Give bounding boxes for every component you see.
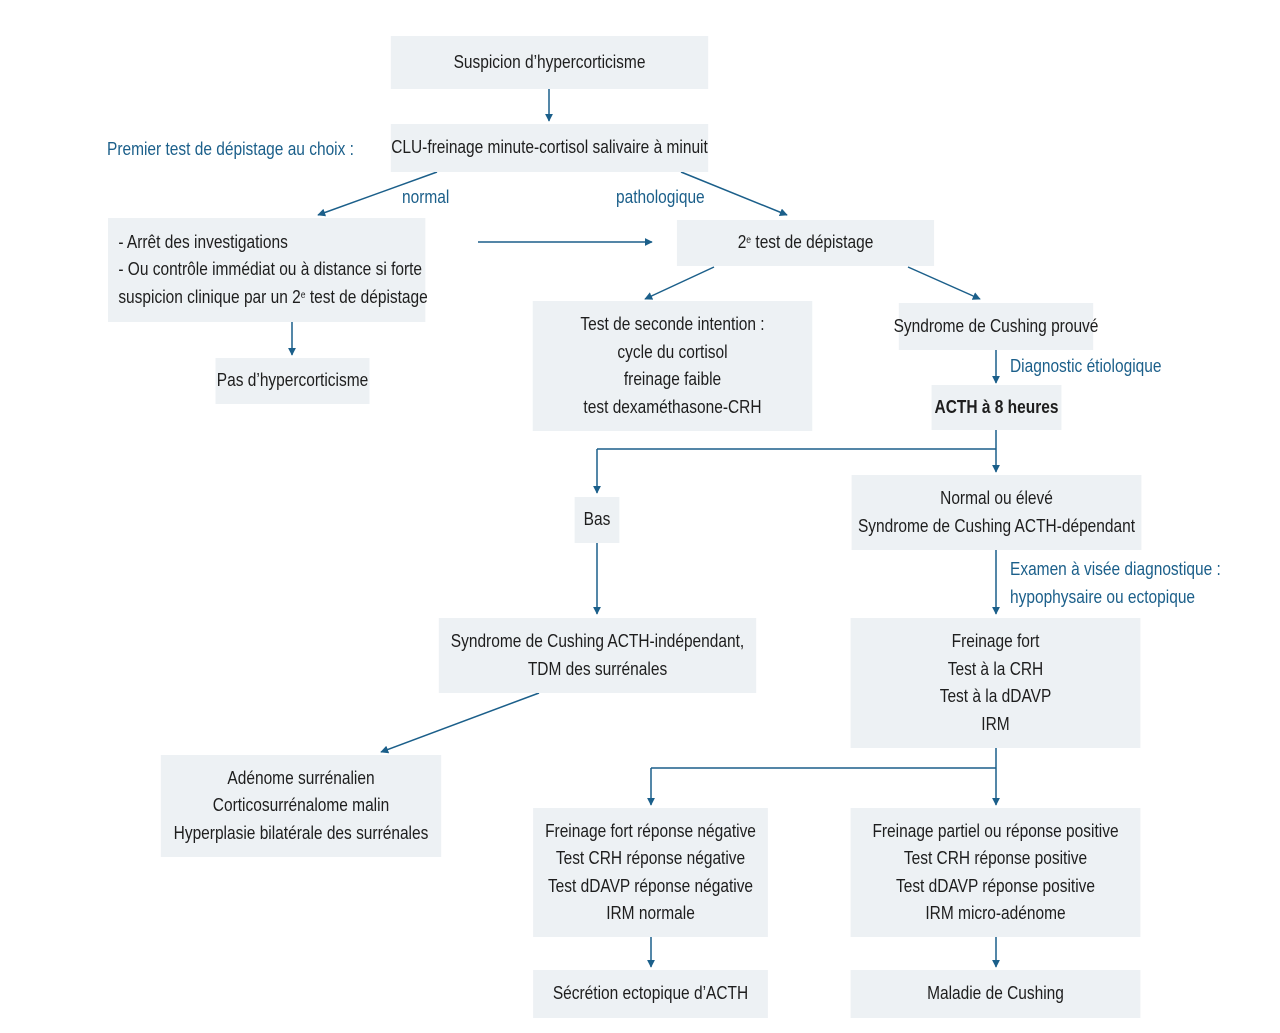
label-examen-visee: Examen à visée diagnostique : (1010, 559, 1221, 579)
node-acth-8h: ACTH à 8 heures (931, 385, 1062, 430)
node-positif-line1: Freinage partiel ou réponse positive (872, 820, 1119, 841)
node-seconde-intention-line4: test dexaméthasone-CRH (583, 396, 762, 417)
node-cushing-prouve: Syndrome de Cushing prouvé (894, 303, 1098, 350)
node-second-test: 2e test de dépistage (676, 220, 935, 266)
arrow-second-test-to-seconde-intention (644, 266, 715, 300)
node-suspicion: Suspicion d’hypercorticisme (390, 36, 709, 89)
node-arret-line2: - Ou contrôle immédiat ou à distance si … (118, 259, 423, 280)
node-pas-hyper-text: Pas d’hypercorticisme (216, 370, 369, 391)
node-second-test-num: 2 (737, 232, 747, 253)
arrow-independant-to-adenome (380, 692, 540, 754)
arrow-clu-to-arret (317, 171, 438, 217)
node-clu-text: CLU-freinage minute-cortisol salivaire à… (391, 137, 708, 158)
node-suspicion-text: Suspicion d’hypercorticisme (453, 51, 646, 72)
arrow-second-test-to-cushing-prouve (907, 266, 981, 300)
node-cushing-prouve-text: Syndrome de Cushing prouvé (893, 315, 1099, 336)
label-normal: normal (402, 187, 450, 207)
node-adenome: Adénome surrénalien Corticosurrénalome m… (160, 755, 442, 857)
node-reponse-negative: Freinage fort réponse négative Test CRH … (533, 808, 768, 937)
node-tests-line1: Freinage fort (951, 631, 1040, 651)
node-bas-text: Bas (583, 509, 611, 530)
node-arret-line1: - Arrêt des investigations (118, 231, 288, 252)
node-positif-line4: IRM micro-adénome (925, 903, 1066, 923)
label-premier-test: Premier test de dépistage au choix : (107, 139, 354, 159)
node-arret-line3-post: test de dépistage (305, 286, 428, 307)
label-hypophysaire-ectopique: hypophysaire ou ectopique (1010, 587, 1196, 607)
node-maladie-cushing: Maladie de Cushing (850, 970, 1141, 1018)
node-arret-line3-sup: e (300, 289, 306, 301)
node-negatif-line3: Test dDAVP réponse négative (547, 875, 754, 896)
node-clu: CLU-freinage minute-cortisol salivaire à… (390, 124, 709, 172)
node-tests-line2: Test à la CRH (947, 658, 1044, 679)
node-acth-independant: Syndrome de Cushing ACTH-indépendant, TD… (438, 618, 757, 693)
label-diagnostic-etiologique: Diagnostic étiologique (1010, 356, 1162, 376)
node-seconde-intention-line1: Test de seconde intention : (580, 314, 765, 334)
node-arret-line3: suspicion clinique par un 2e test de dép… (118, 284, 427, 312)
node-negatif-line4: IRM normale (606, 903, 695, 923)
node-second-test-rest: test de dépistage (751, 232, 874, 253)
node-positif-line3: Test dDAVP réponse positive (895, 875, 1096, 896)
node-tests-line4: IRM (981, 713, 1010, 734)
node-adenome-line1: Adénome surrénalien (227, 767, 375, 788)
node-seconde-intention-line2: cycle du cortisol (617, 341, 728, 362)
node-normal-eleve-line2: Syndrome de Cushing ACTH-dépendant (857, 515, 1136, 536)
node-normal-eleve: Normal ou élevé Syndrome de Cushing ACTH… (851, 475, 1142, 550)
node-arret-investigations: - Arrêt des investigations - Ou contrôle… (108, 218, 428, 322)
node-pas-hypercorticisme: Pas d’hypercorticisme (215, 358, 370, 404)
node-tests-line3: Test à la dDAVP (939, 686, 1052, 706)
node-normal-eleve-line1: Normal ou élevé (940, 488, 1053, 508)
node-seconde-intention-line3: freinage faible (623, 369, 722, 389)
node-negatif-line1: Freinage fort réponse négative (545, 820, 756, 841)
node-seconde-intention: Test de seconde intention : cycle du cor… (532, 301, 813, 431)
node-positif-line2: Test CRH réponse positive (903, 848, 1088, 868)
node-acth-8h-text: ACTH à 8 heures (934, 396, 1059, 417)
node-reponse-positive: Freinage partiel ou réponse positive Tes… (850, 808, 1141, 937)
node-arret-line3-pre: suspicion clinique par un 2 (118, 286, 301, 307)
node-second-test-text: 2e test de dépistage (738, 229, 874, 257)
node-acth-independant-line1: Syndrome de Cushing ACTH-indépendant, (450, 631, 745, 651)
label-pathologique: pathologique (616, 187, 705, 207)
node-second-test-sup: e (746, 235, 752, 247)
node-negatif-line2: Test CRH réponse négative (555, 848, 746, 868)
arrow-clu-to-second-test (680, 171, 788, 217)
node-acth-independant-line2: TDM des surrénales (527, 658, 668, 679)
node-adenome-line2: Corticosurrénalome malin (212, 795, 390, 816)
node-bas: Bas (574, 497, 620, 543)
node-maladie-text: Maladie de Cushing (927, 983, 1064, 1004)
node-secretion-ectopique: Sécrétion ectopique d’ACTH (533, 970, 768, 1018)
node-adenome-line3: Hyperplasie bilatérale des surrénales (173, 822, 429, 843)
node-tests-dynamiques: Freinage fort Test à la CRH Test à la dD… (850, 618, 1141, 748)
node-ectopique-text: Sécrétion ectopique d’ACTH (552, 983, 749, 1004)
